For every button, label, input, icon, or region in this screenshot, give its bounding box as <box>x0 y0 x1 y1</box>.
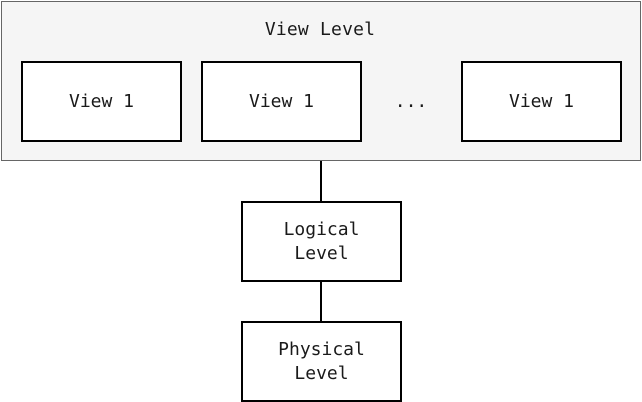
view-box-2: View 1 <box>201 61 362 142</box>
logical-level-box: Logical Level <box>241 201 402 282</box>
view-level-title: View Level <box>264 19 376 40</box>
view-ellipsis: ... <box>394 91 428 112</box>
connector-view-to-logical <box>320 161 322 201</box>
view-box-1: View 1 <box>21 61 182 142</box>
physical-level-box: Physical Level <box>241 321 402 402</box>
connector-logical-to-physical <box>320 282 322 321</box>
view-box-3: View 1 <box>461 61 622 142</box>
